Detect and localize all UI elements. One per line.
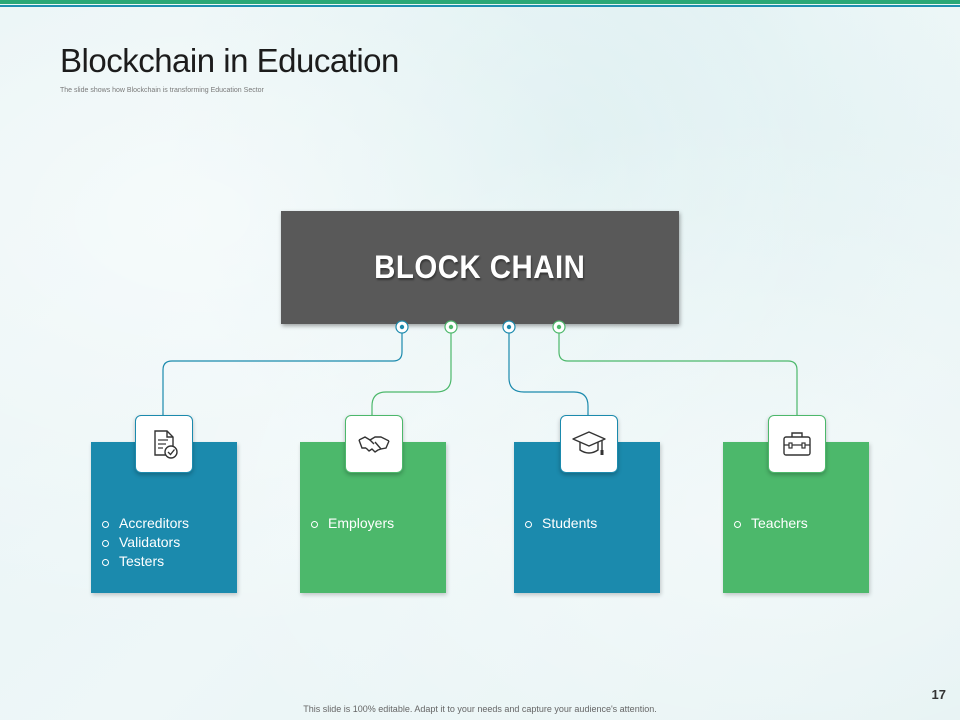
graduation-cap-icon <box>572 431 606 455</box>
connector-node-2 <box>444 320 458 334</box>
footer-note: This slide is 100% editable. Adapt it to… <box>303 704 657 714</box>
briefcase-icon <box>783 432 811 456</box>
list-item: Accreditors <box>101 514 189 533</box>
icon-tile-employers <box>345 415 403 473</box>
card-list: Employers <box>310 514 394 533</box>
icon-tile-accreditors <box>135 415 193 473</box>
top-accent-line <box>0 5 960 7</box>
list-item: Testers <box>101 552 189 571</box>
slide-title: Blockchain in Education <box>60 42 399 79</box>
icon-tile-teachers <box>768 415 826 473</box>
connector-node-3 <box>502 320 516 334</box>
list-item: Teachers <box>733 514 808 533</box>
list-item: Students <box>524 514 597 533</box>
connector-accreditors <box>162 327 403 418</box>
handshake-icon <box>358 436 390 453</box>
list-item: Employers <box>310 514 394 533</box>
page-number: 17 <box>931 687 946 702</box>
list-item: Validators <box>101 533 189 552</box>
card-list: Accreditors Validators Testers <box>101 514 189 571</box>
card-list: Teachers <box>733 514 808 533</box>
icon-tile-students <box>560 415 618 473</box>
top-accent-bar <box>0 0 960 4</box>
connector-node-1 <box>395 320 409 334</box>
connector-teachers <box>558 327 798 418</box>
slide-subtitle: The slide shows how Blockchain is transf… <box>60 87 264 94</box>
connector-node-4 <box>552 320 566 334</box>
blockchain-root-box: BLOCK CHAIN <box>281 211 679 324</box>
root-label: BLOCK CHAIN <box>374 249 586 285</box>
connector-employers <box>371 327 452 418</box>
document-check-icon <box>154 430 178 459</box>
card-list: Students <box>524 514 597 533</box>
connector-students <box>508 327 589 418</box>
